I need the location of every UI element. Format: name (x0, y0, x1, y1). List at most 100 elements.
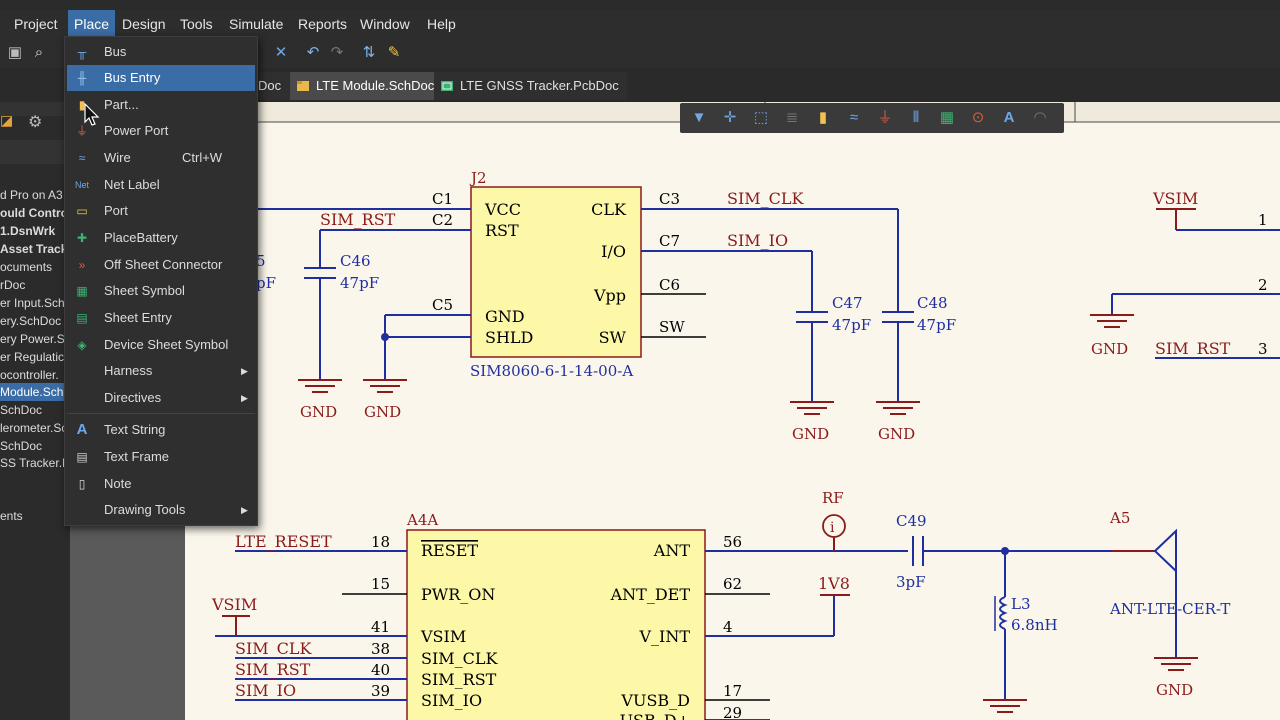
menu-item-port[interactable]: ▭ Port (67, 198, 255, 224)
wire-icon[interactable]: ≈ (843, 107, 865, 129)
filter-icon[interactable]: ▼ (688, 107, 710, 129)
move-icon[interactable]: ✛ (719, 107, 741, 129)
bus-icon: ╥ (74, 44, 90, 60)
menu-separator (67, 413, 255, 414)
menu-item-bus[interactable]: ╥ Bus (67, 39, 255, 65)
pin-usb-d: USB_D+ (620, 711, 690, 720)
gnd-label: GND (364, 403, 401, 421)
gnd-label: GND (878, 425, 915, 443)
pin-num: 41 (371, 618, 390, 636)
rf-probe-icon: i (830, 520, 835, 536)
arc-icon[interactable]: ◠ (1029, 107, 1051, 129)
gnd-port-icon[interactable]: ⏚ (874, 107, 896, 129)
net-vsim: VSIM (1152, 189, 1198, 208)
device-sheet-symbol-icon: ◈ (74, 337, 90, 353)
pin-sim-rst: SIM_RST (421, 670, 497, 689)
rf-label: RF (822, 489, 844, 507)
battery-icon: ✚ (74, 230, 90, 246)
a5-part: ANT-LTE-CER-T (1109, 600, 1230, 618)
menu-item-harness[interactable]: Harness ▶ (67, 358, 255, 384)
pin-vcc: VCC (484, 200, 521, 219)
net-lte-reset: LTE_RESET (235, 532, 332, 551)
submenu-arrow-icon: ▶ (241, 385, 248, 411)
j2-ref: J2 (469, 169, 487, 187)
pin-rst: RST (485, 221, 519, 240)
pin-sim-io: SIM_IO (421, 691, 482, 710)
wire-shortcut: Ctrl+W (182, 145, 222, 171)
note-icon: ▯ (74, 476, 90, 492)
net-sim-clk: SIM_CLK (727, 189, 805, 208)
pin-reset: RESET (421, 541, 478, 560)
pin-num-c2: C2 (432, 211, 453, 229)
text-frame-icon: ▤ (74, 449, 90, 465)
menu-item-drawing-tools[interactable]: Drawing Tools ▶ (67, 497, 255, 523)
pin-clk: CLK (591, 200, 627, 219)
menu-item-directives[interactable]: Directives ▶ (67, 385, 255, 411)
c49-value: 3pF (896, 573, 926, 591)
menu-item-off-sheet-connector[interactable]: » Off Sheet Connector (67, 252, 255, 278)
sheet-symbol-icon[interactable]: ▦ (936, 107, 958, 129)
pin-ant-det: ANT_DET (610, 585, 691, 604)
c47-value: 47pF (832, 316, 871, 334)
gnd-label: GND (300, 403, 337, 421)
pin-num-c7: C7 (659, 232, 680, 250)
place-part-icon[interactable]: ▮ (812, 107, 834, 129)
active-bar: ▼ ✛ ⬚ ≣ ▮ ≈ ⏚ ⫴ ▦ ⊙ A ◠ (680, 103, 1064, 133)
net-sim-rst: SIM_RST (235, 660, 311, 679)
l3-value: 6.8nH (1011, 616, 1058, 634)
pin-num-c3: C3 (659, 190, 680, 208)
pin-num: 62 (723, 575, 742, 593)
menu-item-placebattery[interactable]: ✚ PlaceBattery (67, 225, 255, 251)
pin-v-int: V_INT (638, 627, 690, 646)
pin-sw: SW (599, 328, 627, 347)
pin-num: 18 (371, 533, 390, 551)
net-label-icon: Net (74, 177, 90, 193)
pin-num-sw: SW (659, 318, 685, 336)
pin-vpp: Vpp (593, 286, 626, 305)
menu-item-text-string[interactable]: A Text String (67, 417, 255, 443)
menu-item-sheet-entry[interactable]: ▤ Sheet Entry (67, 305, 255, 331)
c46-value: 47pF (340, 274, 379, 292)
menu-item-net-label[interactable]: Net Net Label (67, 172, 255, 198)
pin-num: 17 (723, 682, 742, 700)
a5-ref: A5 (1109, 509, 1130, 527)
gnd-label: GND (792, 425, 829, 443)
text-icon[interactable]: A (998, 107, 1020, 129)
menu-item-text-frame[interactable]: ▤ Text Frame (67, 444, 255, 470)
pin-num: 56 (723, 533, 742, 551)
pin-sim-clk: SIM_CLK (421, 649, 499, 668)
c47-ref: C47 (832, 294, 863, 312)
net-vsim: VSIM (211, 595, 257, 614)
pin-pwr-on: PWR_ON (421, 585, 495, 604)
menu-item-wire[interactable]: ≈ Wire Ctrl+W (67, 145, 255, 171)
pin-num: 29 (723, 704, 742, 720)
a4a-ref: A4A (406, 511, 438, 529)
pin-vusb-d: VUSB_D (620, 691, 690, 710)
pin-num-c6: C6 (659, 276, 680, 294)
menu-item-note[interactable]: ▯ Note (67, 471, 255, 497)
menu-item-sheet-symbol[interactable]: ▦ Sheet Symbol (67, 278, 255, 304)
menu-item-device-sheet-symbol[interactable]: ◈ Device Sheet Symbol (67, 332, 255, 358)
net-sim-io: SIM_IO (727, 231, 788, 250)
pin-num-c1: C1 (432, 190, 453, 208)
select-icon[interactable]: ⬚ (750, 107, 772, 129)
menu-item-bus-entry[interactable]: ╫ Bus Entry (67, 65, 255, 91)
off-sheet-connector-icon: » (74, 257, 90, 273)
pin-io: I/O (601, 242, 626, 261)
pin-num: 38 (371, 640, 390, 658)
net-1v8: 1V8 (818, 574, 850, 593)
directive-icon[interactable]: ⊙ (967, 107, 989, 129)
text-string-icon: A (74, 422, 90, 438)
c48-value: 47pF (917, 316, 956, 334)
net-sim-io: SIM_IO (235, 681, 296, 700)
mouse-cursor-icon (84, 103, 100, 127)
net-sim-clk: SIM_CLK (235, 639, 313, 658)
submenu-arrow-icon: ▶ (241, 497, 248, 523)
harness-icon[interactable]: ⫴ (905, 107, 927, 129)
align-icon[interactable]: ≣ (781, 107, 803, 129)
sheet-symbol-icon: ▦ (74, 283, 90, 299)
net-sim-rst: SIM_RST (1155, 339, 1231, 358)
gnd-label: GND (1156, 681, 1193, 699)
bus-entry-icon: ╫ (74, 70, 90, 86)
pin-num: 15 (371, 575, 390, 593)
